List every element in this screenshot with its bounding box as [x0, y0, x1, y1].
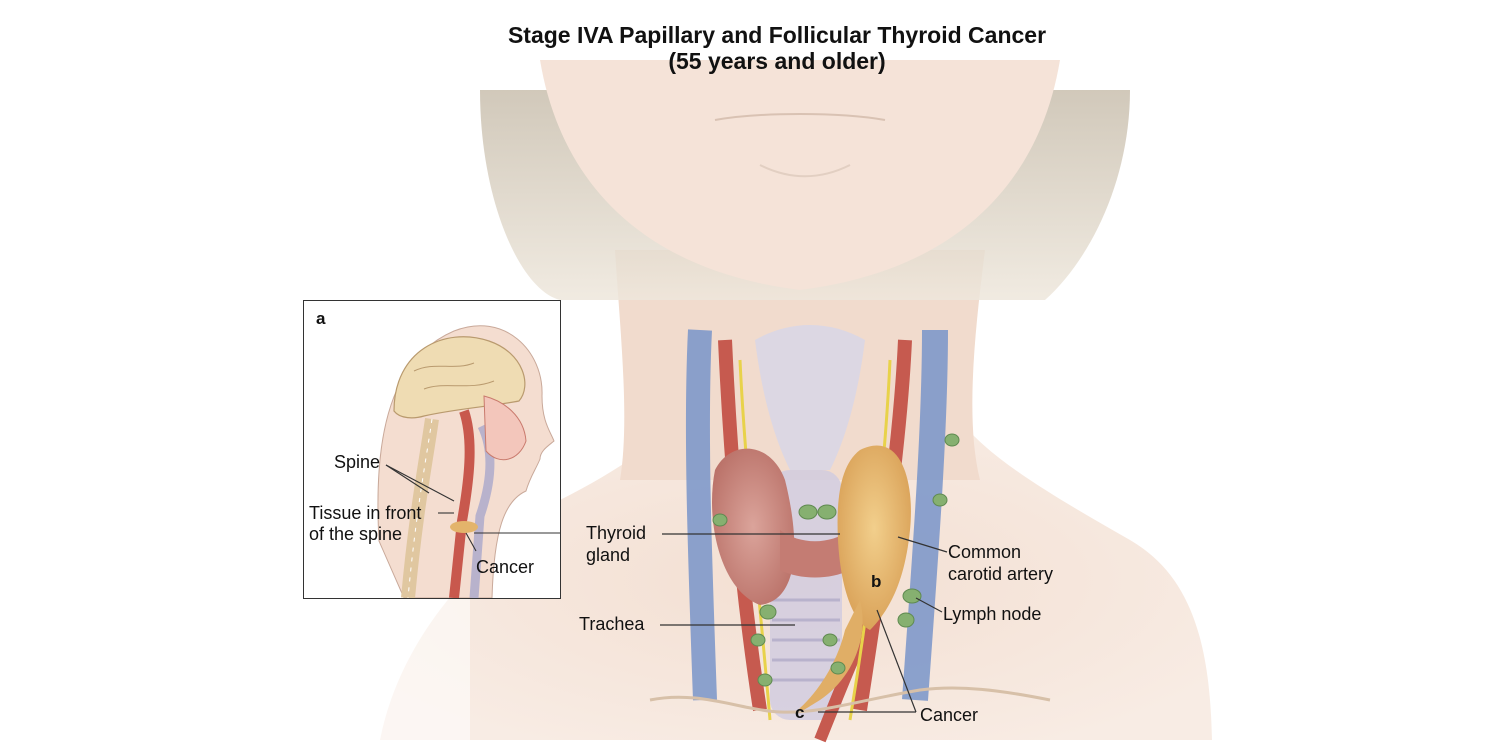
right-jugular-vein — [902, 329, 948, 701]
larynx — [755, 325, 865, 470]
mouth-line — [714, 113, 886, 121]
figure-title-line1: Stage IVA Papillary and Follicular Thyro… — [507, 22, 1047, 48]
label-carotid-line1: Common — [948, 542, 1022, 562]
leader-lines — [660, 533, 948, 713]
label-inset-cancer: Cancer — [476, 557, 535, 577]
tumor-extension — [796, 600, 863, 714]
label-tissue-line2: of the spine — [309, 524, 403, 544]
label-trachea: Trachea — [579, 614, 645, 634]
label-cancer: Cancer — [920, 705, 979, 725]
figure-title-line2: (55 years and older) — [668, 48, 886, 74]
lymph-nodes — [712, 433, 960, 687]
label-spine: Spine — [334, 452, 381, 472]
letter-c: c — [795, 703, 805, 722]
thyroid-left-lobe — [712, 448, 795, 605]
left-jugular-vein — [685, 329, 717, 701]
chin — [540, 60, 1060, 290]
clavicles — [649, 686, 1051, 714]
chin-line — [759, 164, 851, 178]
label-lymph-node: Lymph node — [943, 604, 1042, 624]
label-carotid-line2: carotid artery — [948, 564, 1054, 584]
inset-letter-a: a — [316, 309, 326, 328]
sagittal-head-illustration — [377, 325, 560, 598]
tumor-mass — [837, 445, 911, 630]
letter-b: b — [871, 572, 882, 591]
label-thyroid-line2: gland — [586, 545, 631, 565]
inset-panel-a: a Spine Tissue in front of the spine Can… — [303, 300, 561, 599]
label-thyroid-line1: Thyroid — [586, 523, 647, 543]
label-tissue-line1: Tissue in front — [309, 503, 422, 523]
thyroid-isthmus — [780, 530, 850, 578]
